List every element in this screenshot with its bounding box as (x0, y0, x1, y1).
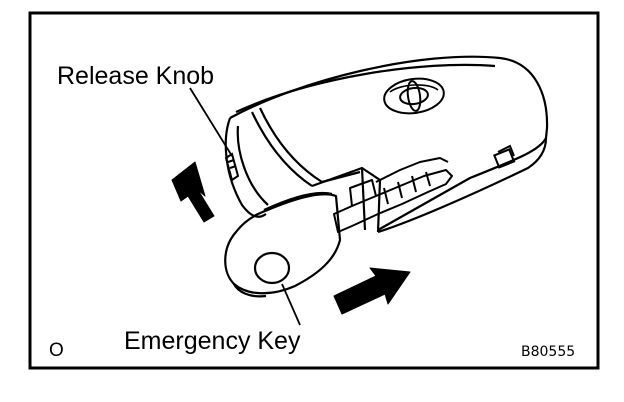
emergency-key-label: Emergency Key (124, 327, 301, 355)
release-knob (224, 152, 240, 182)
toyota-emblem-icon (383, 77, 445, 115)
smart-key-body (224, 55, 549, 234)
diagram-border (28, 11, 600, 370)
key-blade (333, 157, 453, 233)
arrow-up-icon (171, 161, 215, 223)
lock-icon (493, 144, 516, 169)
emergency-key-leader (281, 283, 301, 326)
arrow-right-icon (333, 267, 411, 315)
release-knob-leader (189, 87, 233, 157)
release-knob-label: Release Knob (57, 62, 215, 90)
figure-code: B80555 (521, 344, 576, 360)
emergency-key-head (224, 191, 342, 298)
corner-mark: O (49, 340, 64, 361)
